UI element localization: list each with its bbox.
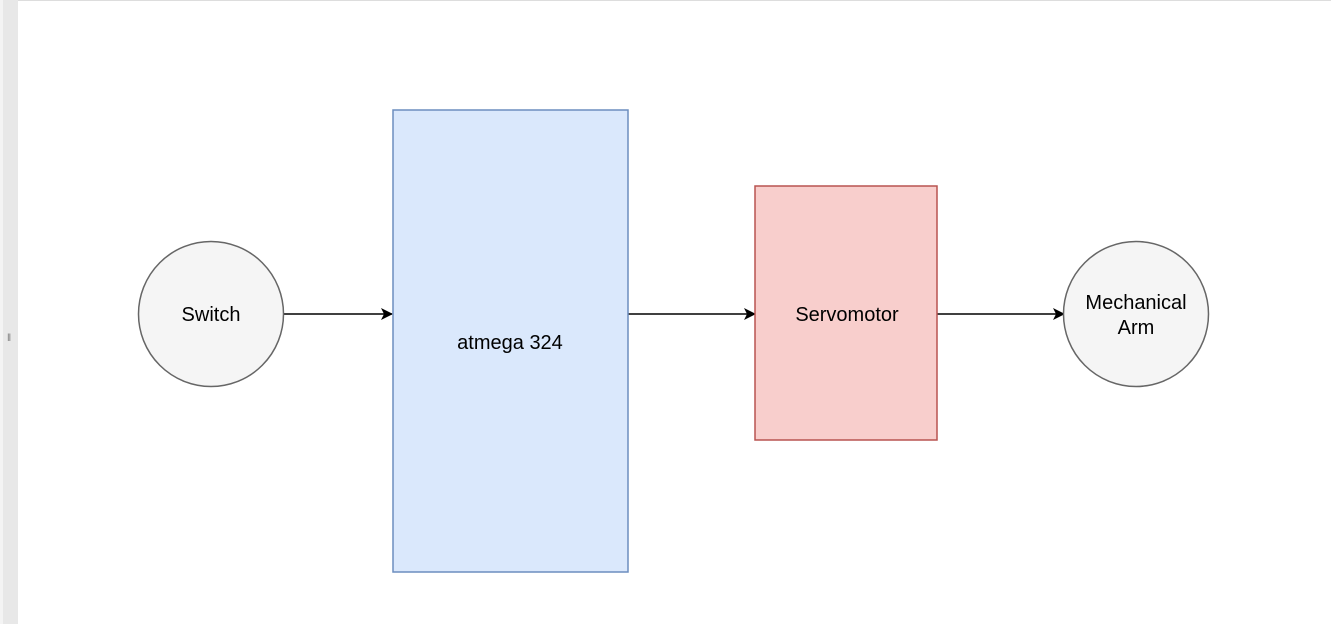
gutter-edge xyxy=(0,0,3,624)
switch-label: Switch xyxy=(182,304,241,326)
servomotor-label: Servomotor xyxy=(795,304,899,326)
switch-shape xyxy=(137,240,285,388)
node-switch[interactable]: Switch xyxy=(137,240,285,388)
left-panel-gutter[interactable]: ‖ xyxy=(0,0,18,624)
node-servomotor[interactable]: Servomotor xyxy=(754,185,938,441)
splitter-handle-icon[interactable]: ‖ xyxy=(7,333,12,344)
node-mechanical-arm[interactable]: Mechanical Arm xyxy=(1062,240,1210,388)
atmega-label: atmega 324 xyxy=(457,332,563,354)
node-atmega[interactable]: atmega 324 xyxy=(392,109,629,573)
servomotor-shape xyxy=(754,185,938,441)
mechanical-arm-label-line1: Mechanical xyxy=(1085,292,1186,314)
mechanical-arm-label-line2: Arm xyxy=(1118,317,1155,339)
atmega-shape xyxy=(392,109,629,573)
mechanical-arm-shape xyxy=(1062,240,1210,388)
